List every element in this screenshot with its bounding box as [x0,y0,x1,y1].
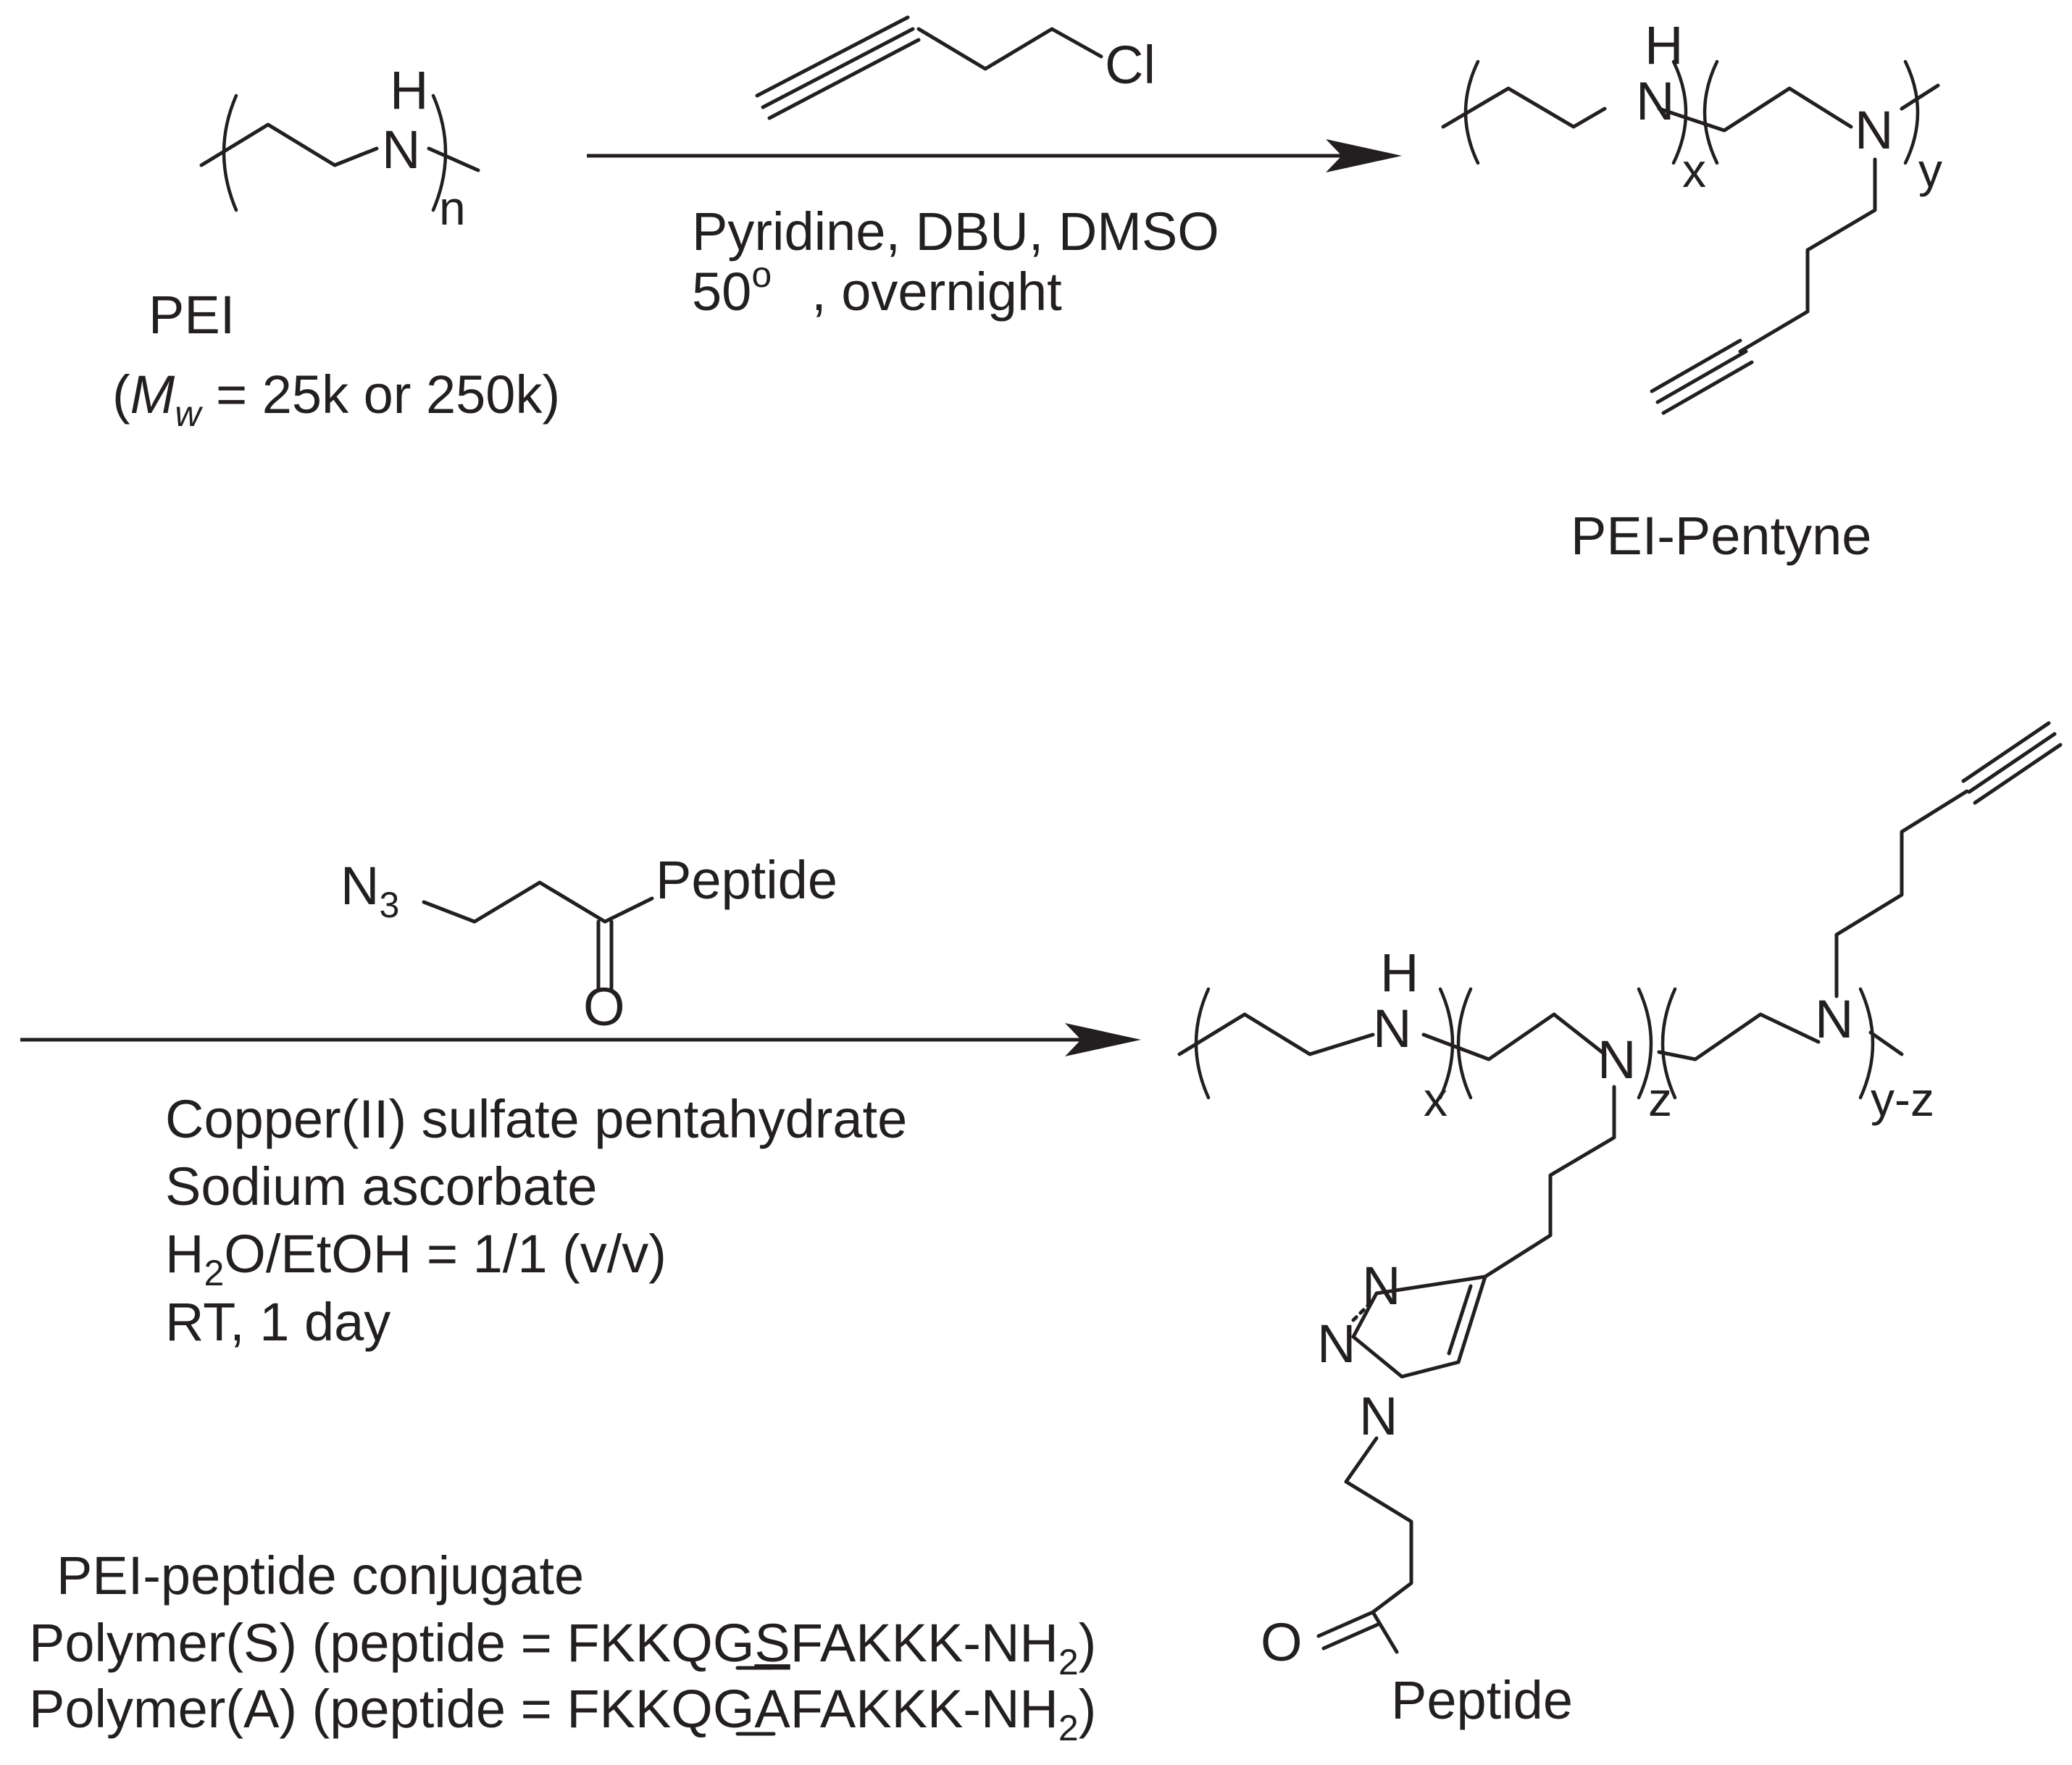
reaction-arrow-2 [20,1023,1141,1056]
product2-backbone-2 [1421,1012,1607,1061]
product2-carbonyl-1 [1316,1610,1375,1638]
product2-backbone-4 [1868,1030,1904,1056]
conditions-1-line2: 50o, overnight [692,254,1062,322]
pei-name: PEI [149,285,235,345]
pei-repeat-n: n [439,181,466,235]
caption-polymer-s: Polymer(S) (peptide = FKKQGSFAKKK-NH2) [29,1613,1096,1682]
product2-n-mid: N [1597,1030,1636,1090]
product2-n-right: N [1815,989,1853,1049]
pei-nh-bond [427,146,480,172]
alkyne-bond-3 [767,38,921,120]
product1-end-bond [1900,83,1940,111]
product2-repeat-z: z [1648,1072,1672,1126]
caption-title: PEI-peptide conjugate [57,1545,584,1606]
product1-nh-h: H [1645,15,1683,75]
pei-nh-h: H [390,60,428,120]
product1-pentyne-chain [1738,157,1877,354]
conditions-2-line2: Sodium ascorbate [165,1156,597,1217]
conditions-1: Pyridine, DBU, DMSO 50o, overnight [692,201,1219,322]
alkyne-bond-2 [761,27,915,109]
product1-alkyne-2 [1655,349,1748,404]
product1-paren-4 [1903,59,1920,165]
reaction-arrow-1 [587,139,1402,172]
pei-reactant: H N n PEI (Mw = 25k or 250k) [112,60,560,434]
pei-peptide-product: H N N N x z y-z N N N O Peptide [1177,721,2063,1730]
product2-backbone-1 [1177,1012,1375,1056]
conditions-2-line1: Copper(II) sulfate pentahydrate [165,1089,907,1149]
azide-peptide-chain [422,880,654,924]
product2-pentyne-chain [1834,789,1969,998]
product1-paren-1 [1463,59,1480,165]
pei-nh-n: N [382,120,420,180]
product2-alkyne-2 [1967,732,2057,794]
reagent-n3: N3 [341,856,399,925]
conditions-2-line3: H2O/EtOH = 1/1 (v/v) [165,1224,667,1293]
product2-carbonyl-o: O [1261,1612,1303,1672]
product1-name: PEI-Pentyne [1571,506,1871,566]
chloropentyne-reagent: Cl [755,15,1156,120]
pei-open-paren [222,93,238,212]
product1-backbone-left [1441,86,1607,129]
product2-carbonyl-2 [1321,1622,1380,1651]
triazole-double-2 [1351,1302,1371,1322]
pei-mw: (Mw = 25k or 250k) [112,364,560,434]
caption-polymer-a: Polymer(A) (peptide = FKKQGAFAKKK-NH2) [29,1679,1096,1748]
reagent-peptide: Peptide [656,850,837,910]
product2-repeat-x: x [1424,1072,1448,1126]
product1-paren-2 [1671,59,1688,165]
product1-alkyne-3 [1661,360,1754,415]
product2-paren-3 [1456,987,1473,1100]
product2-backbone-3 [1657,1012,1821,1061]
conditions-2: Copper(II) sulfate pentahydrate Sodium a… [165,1089,907,1352]
product2-paren-2 [1438,987,1455,1100]
product2-paren-6 [1858,987,1875,1100]
product2-nh-n: N [1373,998,1411,1059]
product2-nh-h: H [1380,943,1419,1003]
triazole-ring [1351,1274,1487,1379]
product1-n2: N [1855,100,1893,160]
conditions-1-line1: Pyridine, DBU, DMSO [692,201,1219,262]
product1-alkyne-1 [1650,338,1742,393]
conjugate-caption: PEI-peptide conjugate Polymer(S) (peptid… [29,1545,1096,1748]
product2-triazole-linker [1483,1085,1616,1279]
product2-paren-4 [1637,987,1653,1100]
chloropentyne-chain [916,27,1103,71]
product2-alkyne-1 [1961,721,2051,783]
triazole-n-left: N [1317,1314,1355,1374]
product2-paren-1 [1194,987,1211,1100]
product1-repeat-x: x [1682,143,1706,197]
triazole-n-bottom: N [1359,1386,1398,1446]
reagent-cl: Cl [1105,35,1156,95]
conditions-2-line4: RT, 1 day [165,1292,390,1352]
reagent-o: O [583,977,625,1037]
product2-peptide-chain [1344,1436,1413,1614]
product1-paren-3 [1703,59,1719,165]
triazole-n-top: N [1362,1256,1400,1316]
product2-peptide: Peptide [1391,1670,1573,1730]
pei-backbone-bonds [199,122,379,167]
alkyne-bond-1 [755,15,910,98]
pei-pentyne-product: H N N x y PEI-Pentyne [1441,15,1942,566]
product1-backbone-right [1657,86,1853,133]
product2-peptide-bond [1371,1610,1399,1654]
triazole-double-1 [1447,1284,1473,1356]
pei-close-paren [431,93,448,212]
product2-repeat-yz: y-z [1871,1072,1934,1126]
product1-nh-n: N [1636,71,1674,131]
product2-paren-5 [1660,987,1677,1100]
product2-alkyne-3 [1973,743,2063,805]
product1-repeat-y: y [1918,143,1942,197]
azide-peptide-reagent: N3 Peptide O [341,850,837,1037]
